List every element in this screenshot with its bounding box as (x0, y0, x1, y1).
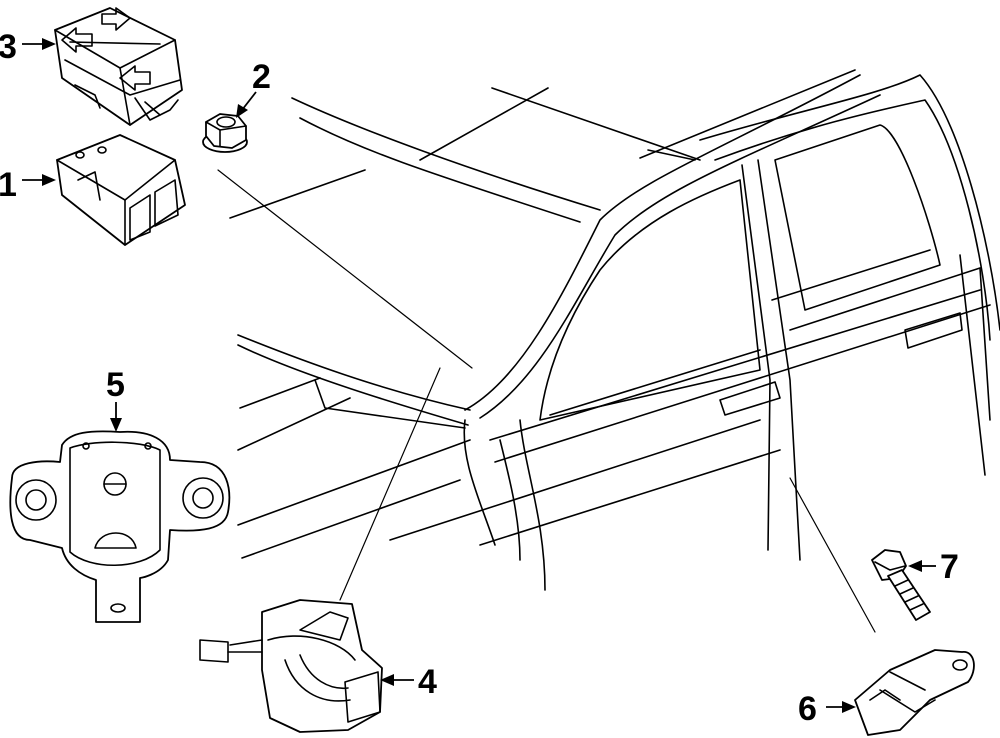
part-2-nut (202, 113, 248, 153)
callout-label-3: 3 (0, 28, 17, 66)
part-3-module (54, 7, 183, 126)
callout-7: 7 (908, 548, 959, 586)
callout-3: 3 (0, 28, 56, 66)
callout-label-5: 5 (106, 366, 125, 404)
callout-label-6: 6 (798, 690, 817, 728)
callout-label-1: 1 (0, 166, 17, 204)
part-7-bolt (871, 549, 931, 621)
callout-6: 6 (798, 690, 856, 728)
callout-5: 5 (106, 366, 125, 432)
callout-2: 2 (236, 58, 271, 118)
leader-lines (217, 169, 876, 633)
leader-line-6 (789, 477, 876, 633)
callout-label-7: 7 (940, 548, 959, 586)
leader-line-2 (217, 169, 473, 369)
part-6-sensor (854, 649, 975, 736)
callout-label-4: 4 (418, 663, 437, 701)
vehicle-outline (229, 69, 1000, 591)
leader-line-4 (339, 367, 441, 601)
callout-4: 4 (380, 663, 437, 701)
part-1-module (56, 134, 186, 246)
callout-label-2: 2 (252, 58, 271, 96)
part-5-sensor (9, 430, 231, 623)
part-4-clockspring (199, 599, 383, 733)
callout-1: 1 (0, 166, 56, 204)
